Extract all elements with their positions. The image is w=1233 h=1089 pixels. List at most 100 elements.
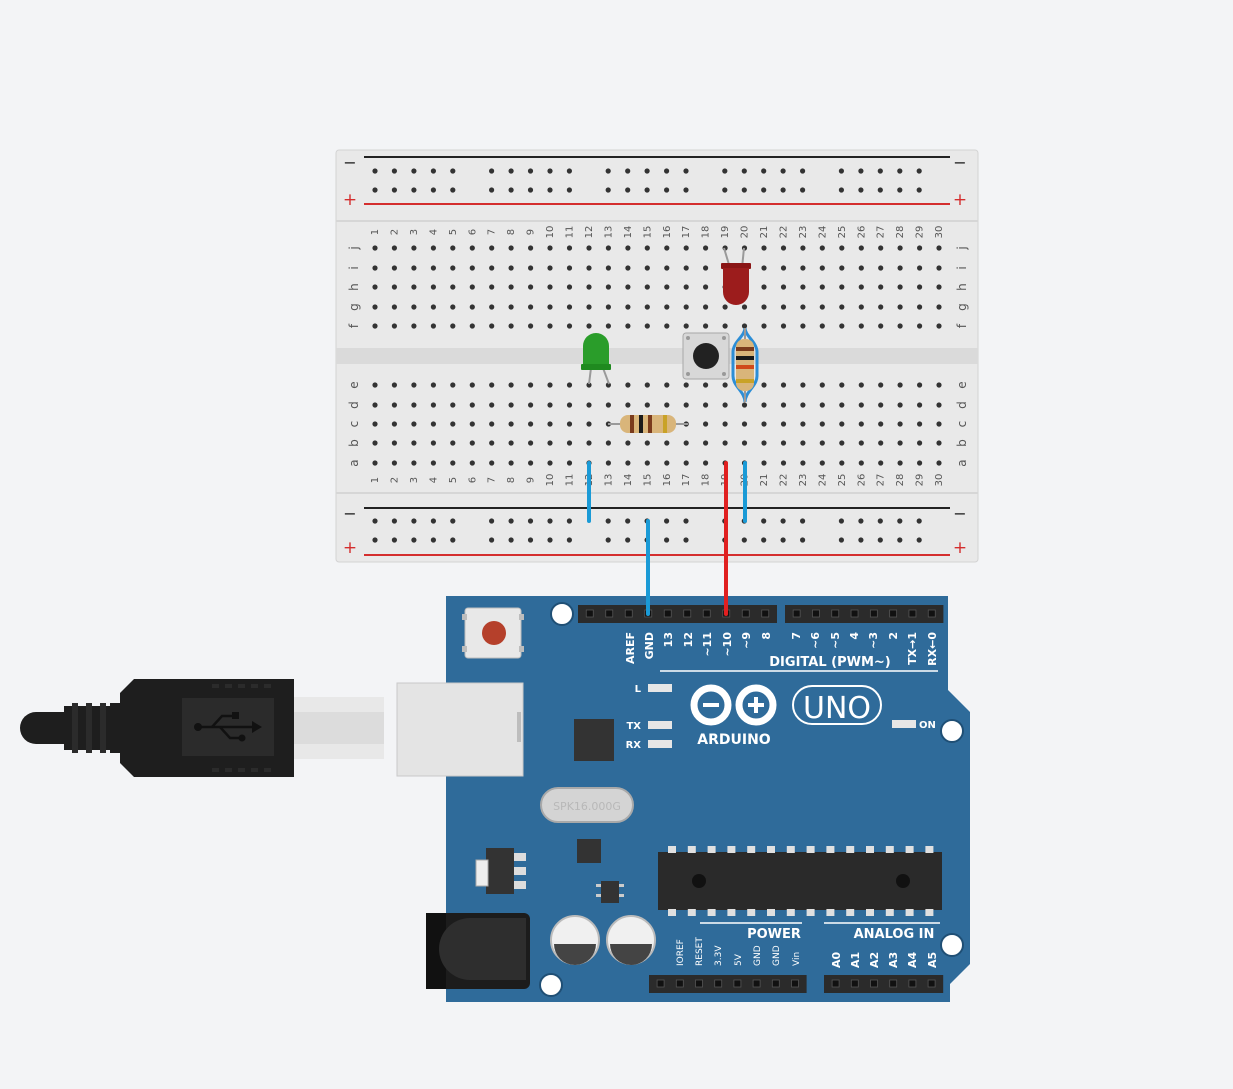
header-pin[interactable]: [870, 979, 878, 988]
header-pin[interactable]: [752, 979, 761, 988]
breadboard-hole[interactable]: [508, 537, 514, 543]
breadboard-hole[interactable]: [411, 284, 417, 290]
breadboard-hole[interactable]: [411, 187, 417, 193]
breadboard-hole[interactable]: [878, 304, 884, 310]
breadboard-hole[interactable]: [469, 421, 475, 427]
breadboard-hole[interactable]: [877, 187, 883, 193]
breadboard-hole[interactable]: [450, 323, 456, 329]
breadboard-hole[interactable]: [858, 421, 864, 427]
breadboard-hole[interactable]: [605, 187, 611, 193]
breadboard-hole[interactable]: [469, 265, 475, 271]
breadboard-hole[interactable]: [741, 421, 748, 427]
breadboard-hole[interactable]: [683, 518, 689, 524]
header-pin[interactable]: [812, 609, 820, 618]
breadboard-hole[interactable]: [917, 440, 923, 446]
breadboard-hole[interactable]: [391, 421, 397, 427]
breadboard-hole[interactable]: [547, 402, 553, 408]
breadboard-hole[interactable]: [877, 168, 883, 174]
breadboard-hole[interactable]: [469, 460, 475, 466]
red-led[interactable]: [721, 247, 751, 305]
breadboard-hole[interactable]: [838, 518, 845, 524]
breadboard-hole[interactable]: [917, 304, 923, 310]
breadboard-hole[interactable]: [800, 168, 806, 174]
header-pin[interactable]: [791, 979, 799, 988]
breadboard-hole[interactable]: [858, 537, 864, 543]
breadboard-hole[interactable]: [489, 304, 495, 310]
breadboard-hole[interactable]: [430, 518, 436, 524]
breadboard-hole[interactable]: [489, 518, 495, 524]
breadboard-hole[interactable]: [411, 323, 417, 329]
breadboard-hole[interactable]: [741, 537, 747, 543]
breadboard-hole[interactable]: [508, 323, 514, 329]
breadboard-hole[interactable]: [547, 323, 553, 329]
breadboard-hole[interactable]: [450, 187, 456, 193]
breadboard-hole[interactable]: [800, 323, 806, 329]
breadboard-hole[interactable]: [917, 382, 923, 388]
breadboard-hole[interactable]: [917, 323, 923, 329]
breadboard-hole[interactable]: [528, 440, 534, 446]
breadboard-hole[interactable]: [722, 187, 728, 193]
green-led[interactable]: [581, 333, 611, 385]
breadboard-hole[interactable]: [528, 323, 534, 329]
breadboard-hole[interactable]: [372, 323, 378, 329]
breadboard-hole[interactable]: [761, 382, 767, 388]
breadboard-hole[interactable]: [566, 518, 573, 524]
breadboard-hole[interactable]: [527, 168, 534, 174]
breadboard-hole[interactable]: [858, 323, 864, 329]
breadboard-hole[interactable]: [450, 245, 456, 251]
breadboard-hole[interactable]: [430, 537, 436, 543]
breadboard-hole[interactable]: [489, 421, 495, 427]
breadboard-hole[interactable]: [683, 402, 689, 408]
breadboard-hole[interactable]: [936, 440, 942, 446]
header-pin[interactable]: [733, 979, 742, 988]
breadboard-hole[interactable]: [372, 402, 378, 408]
breadboard-hole[interactable]: [605, 537, 611, 543]
breadboard-hole[interactable]: [625, 284, 631, 290]
breadboard-hole[interactable]: [528, 245, 534, 251]
breadboard-hole[interactable]: [780, 537, 786, 543]
breadboard-hole[interactable]: [566, 245, 573, 251]
breadboard-hole[interactable]: [917, 245, 923, 251]
breadboard-hole[interactable]: [605, 168, 611, 174]
breadboard-hole[interactable]: [780, 245, 787, 251]
breadboard-hole[interactable]: [664, 245, 670, 251]
breadboard-hole[interactable]: [508, 518, 514, 524]
breadboard-hole[interactable]: [586, 245, 592, 251]
breadboard-hole[interactable]: [780, 518, 786, 524]
breadboard-hole[interactable]: [761, 421, 767, 427]
breadboard-hole[interactable]: [780, 440, 787, 446]
breadboard-hole[interactable]: [741, 168, 747, 174]
usb-cable[interactable]: [20, 679, 384, 777]
breadboard-hole[interactable]: [566, 304, 573, 310]
breadboard-hole[interactable]: [858, 382, 864, 388]
breadboard-hole[interactable]: [430, 402, 436, 408]
breadboard-hole[interactable]: [450, 537, 456, 543]
breadboard-hole[interactable]: [761, 284, 767, 290]
breadboard-hole[interactable]: [625, 402, 631, 408]
breadboard-hole[interactable]: [644, 323, 650, 329]
breadboard-hole[interactable]: [878, 440, 884, 446]
breadboard-hole[interactable]: [878, 460, 884, 466]
breadboard-hole[interactable]: [800, 284, 806, 290]
breadboard-hole[interactable]: [703, 304, 709, 310]
breadboard-hole[interactable]: [469, 245, 475, 251]
breadboard-hole[interactable]: [566, 265, 573, 271]
breadboard-hole[interactable]: [761, 402, 767, 408]
breadboard-hole[interactable]: [605, 323, 612, 329]
breadboard-hole[interactable]: [450, 421, 456, 427]
breadboard-hole[interactable]: [722, 382, 728, 388]
breadboard-hole[interactable]: [644, 187, 650, 193]
breadboard-hole[interactable]: [819, 460, 825, 466]
pin-headers[interactable]: [578, 605, 944, 993]
breadboard-hole[interactable]: [605, 304, 612, 310]
breadboard-hole[interactable]: [605, 245, 612, 251]
breadboard-hole[interactable]: [683, 187, 689, 193]
header-pin[interactable]: [908, 609, 917, 618]
breadboard-hole[interactable]: [703, 284, 709, 290]
breadboard-hole[interactable]: [897, 168, 903, 174]
breadboard-hole[interactable]: [527, 187, 534, 193]
breadboard-hole[interactable]: [878, 265, 884, 271]
breadboard-hole[interactable]: [372, 518, 378, 524]
breadboard-hole[interactable]: [411, 440, 417, 446]
breadboard-hole[interactable]: [664, 323, 670, 329]
